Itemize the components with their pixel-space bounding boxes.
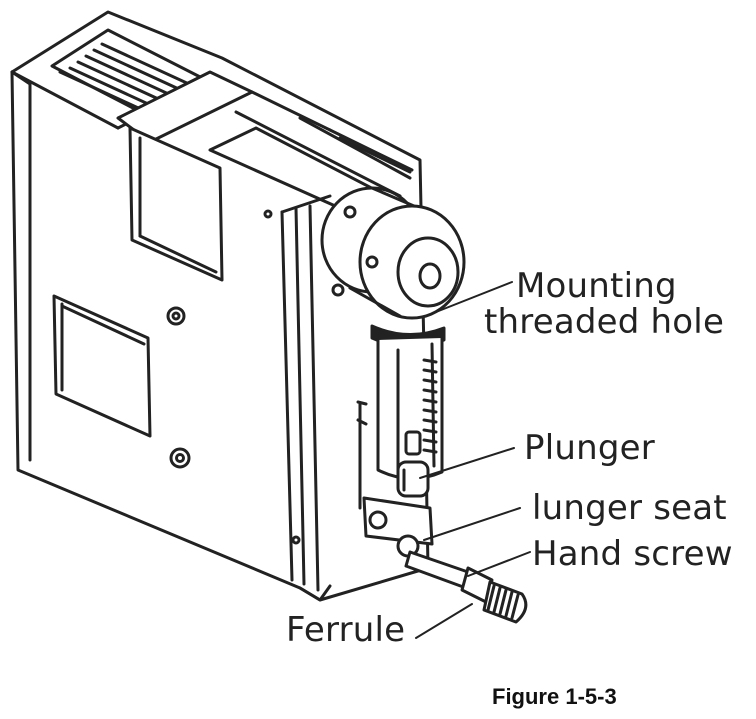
leader-lines bbox=[415, 281, 531, 639]
hand-screw bbox=[404, 550, 528, 624]
syringe-barrel bbox=[376, 336, 444, 481]
label-mounting-line2: threaded hole bbox=[484, 302, 725, 342]
label-plunger: Plunger bbox=[524, 428, 655, 468]
side-screws bbox=[166, 209, 301, 545]
side-edge bbox=[280, 194, 332, 602]
label-mounting-line1: Mounting bbox=[516, 266, 677, 306]
motor-housing bbox=[320, 186, 466, 320]
label-ferrule: Ferrule bbox=[286, 610, 406, 650]
figure-caption: Figure 1-5-3 bbox=[492, 684, 617, 709]
plunger-assembly bbox=[356, 400, 434, 558]
upper-recess bbox=[128, 126, 224, 282]
label-hand-screw: Hand screw bbox=[532, 534, 733, 574]
lower-recess bbox=[52, 294, 152, 438]
label-plunger-seat: lunger seat bbox=[532, 488, 727, 528]
